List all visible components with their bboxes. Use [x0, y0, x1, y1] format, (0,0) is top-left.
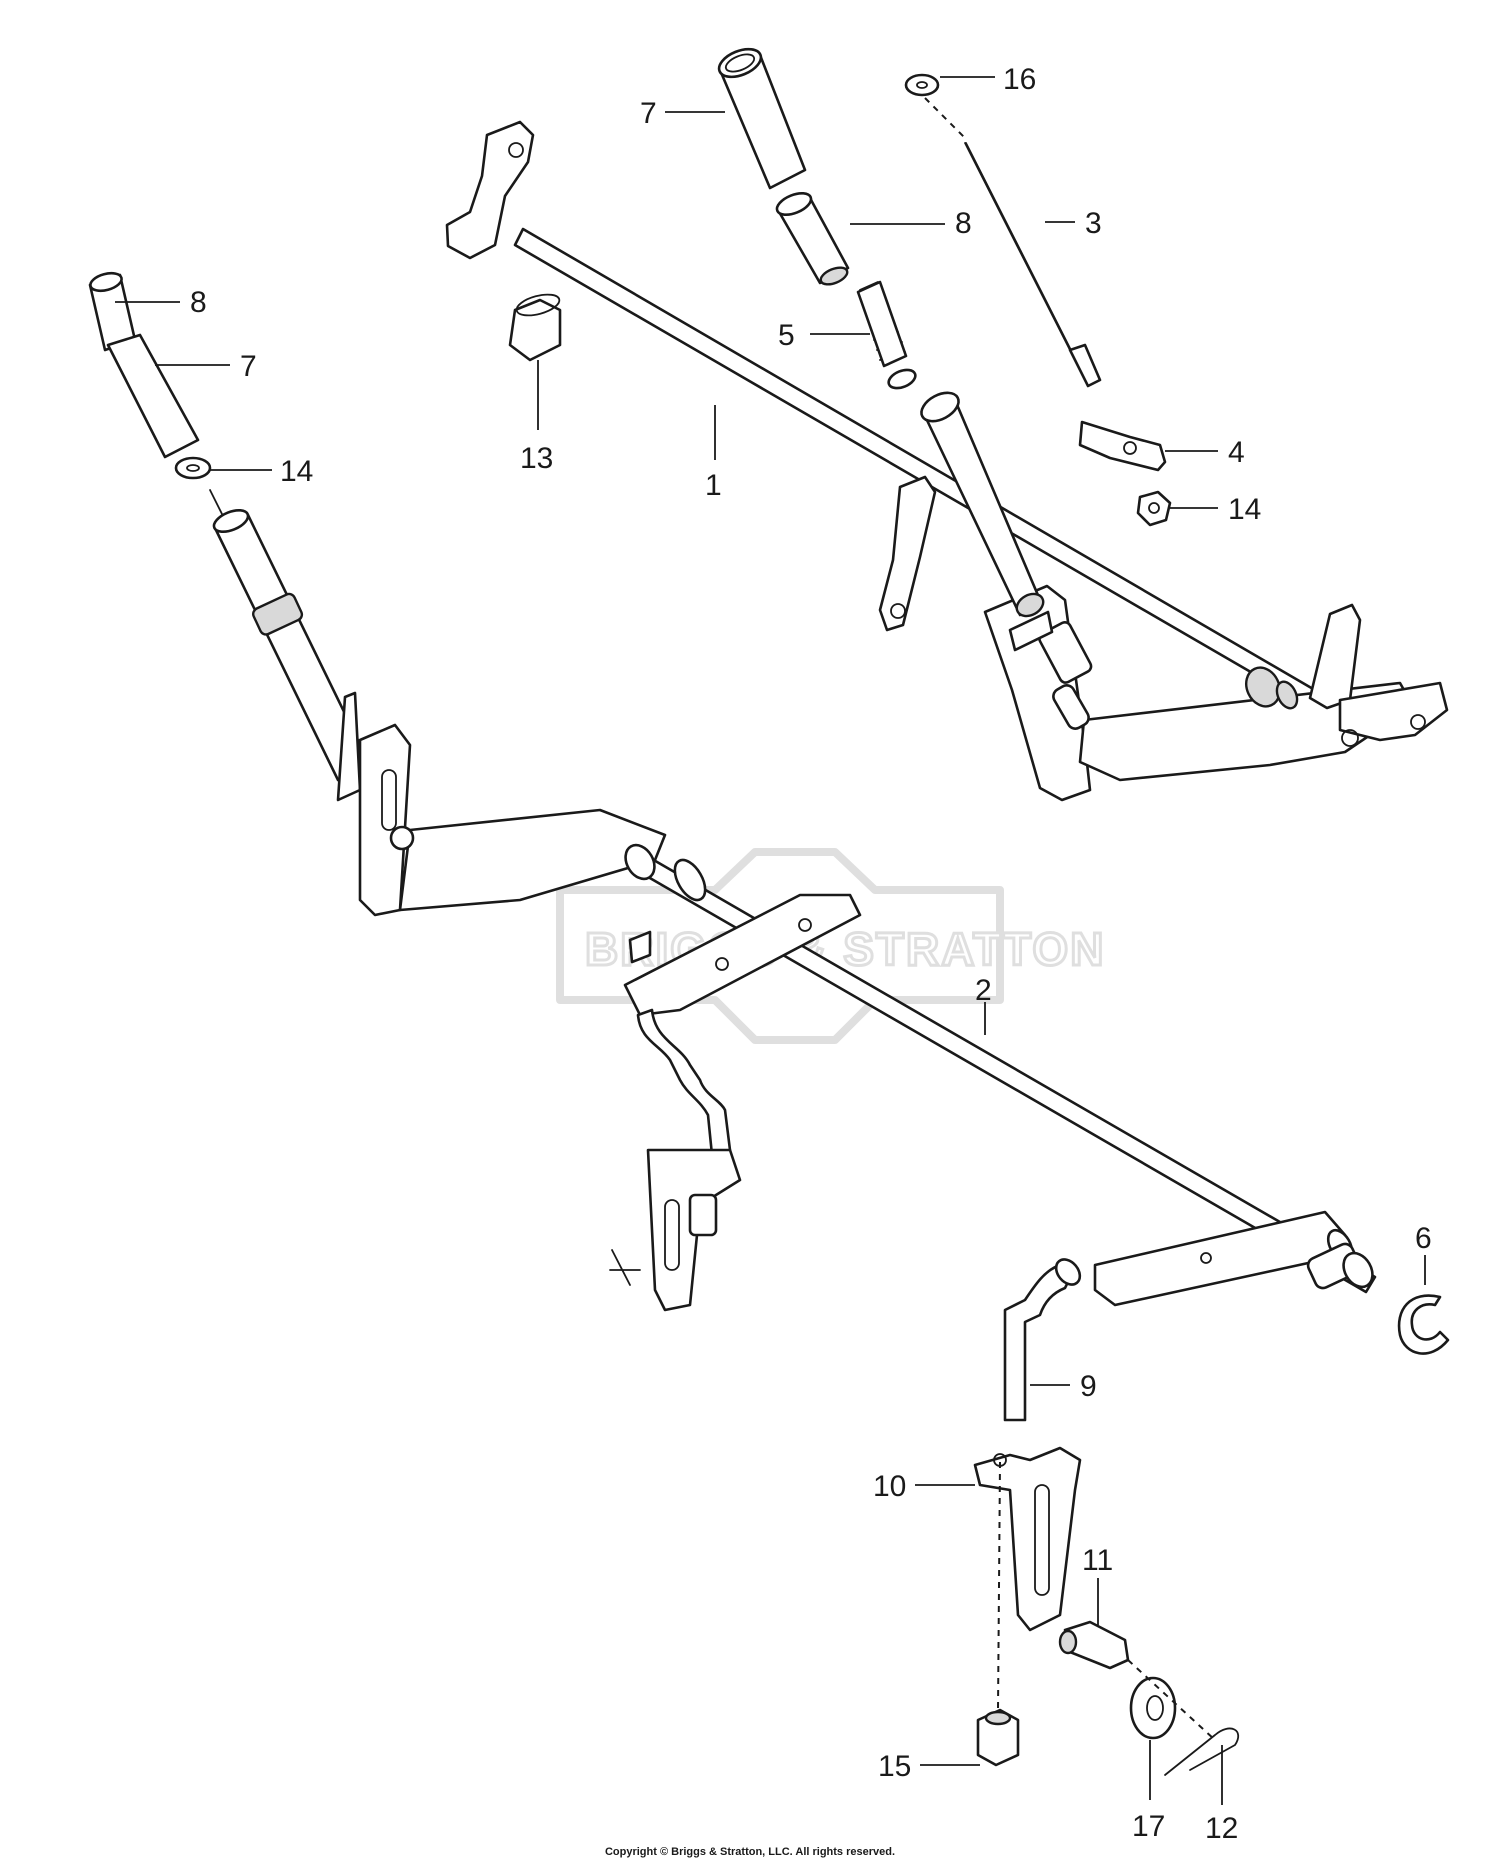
part-9-link-rod[interactable]: [1003, 1255, 1085, 1422]
part-4-swivel[interactable]: [1078, 420, 1167, 472]
callout-1: 1: [705, 469, 722, 502]
part-6-e-ring[interactable]: [1397, 1294, 1450, 1355]
part-1-rear-lift-shaft[interactable]: [445, 120, 1449, 802]
part-12-hairpin-clip[interactable]: [1164, 1727, 1240, 1776]
callout-2: 2: [975, 974, 992, 1007]
part-14-nut-right[interactable]: [1136, 490, 1172, 527]
part-7-sleeve-upper[interactable]: [715, 44, 807, 190]
watermark-text: BRIGGS & STRATTON: [585, 923, 1105, 975]
callout-9: 9: [1080, 1370, 1097, 1403]
assembly-line-16: [924, 97, 968, 141]
part-14-washer-left[interactable]: [174, 456, 212, 480]
callout-8-upper: 8: [955, 207, 972, 240]
part-8-collar-left[interactable]: [88, 270, 137, 352]
callout-5: 5: [778, 319, 795, 352]
leader-lines: [115, 76, 1426, 1805]
part-10-bracket[interactable]: [973, 1446, 1082, 1632]
part-5-spring[interactable]: [856, 280, 918, 392]
callout-10: 10: [873, 1470, 906, 1503]
callout-13: 13: [520, 442, 553, 475]
part-17-washer[interactable]: [1129, 1676, 1177, 1740]
part-13-bushing[interactable]: [508, 291, 562, 362]
callout-11: 11: [1082, 1544, 1113, 1577]
part-16-washer[interactable]: [904, 73, 940, 97]
part-7-sleeve-left[interactable]: [106, 333, 200, 459]
callout-7-upper: 7: [640, 97, 657, 130]
callout-14-right: 14: [1228, 493, 1261, 526]
callout-12: 12: [1205, 1812, 1238, 1845]
callout-3: 3: [1085, 207, 1102, 240]
callout-15: 15: [878, 1750, 911, 1783]
callout-8-left: 8: [190, 286, 207, 319]
callout-4: 4: [1228, 436, 1245, 469]
callout-17: 17: [1132, 1810, 1165, 1843]
callout-labels: 7 8 5 16 3 4 14 8 7 14 13 1 2 6 9 10 11 …: [190, 63, 1432, 1845]
left-lift-arm[interactable]: [209, 489, 667, 917]
part-8-collar-upper[interactable]: [774, 189, 850, 288]
callout-6: 6: [1415, 1222, 1432, 1255]
callout-7-left: 7: [240, 350, 257, 383]
callout-14-left: 14: [280, 455, 313, 488]
assembly-line-11-12: [1127, 1659, 1216, 1741]
part-3-rod[interactable]: [964, 142, 1102, 388]
copyright-notice: Copyright © Briggs & Stratton, LLC. All …: [604, 1846, 896, 1858]
part-2-front-lift-shaft[interactable]: [609, 840, 1378, 1312]
brand-watermark: BRIGGS & STRATTON: [556, 848, 1105, 1044]
callout-16: 16: [1003, 63, 1036, 96]
part-11-swivel-pin[interactable]: [1058, 1620, 1130, 1670]
part-15-nut[interactable]: [976, 1708, 1020, 1767]
assembly-line-10-15: [997, 1461, 1001, 1711]
